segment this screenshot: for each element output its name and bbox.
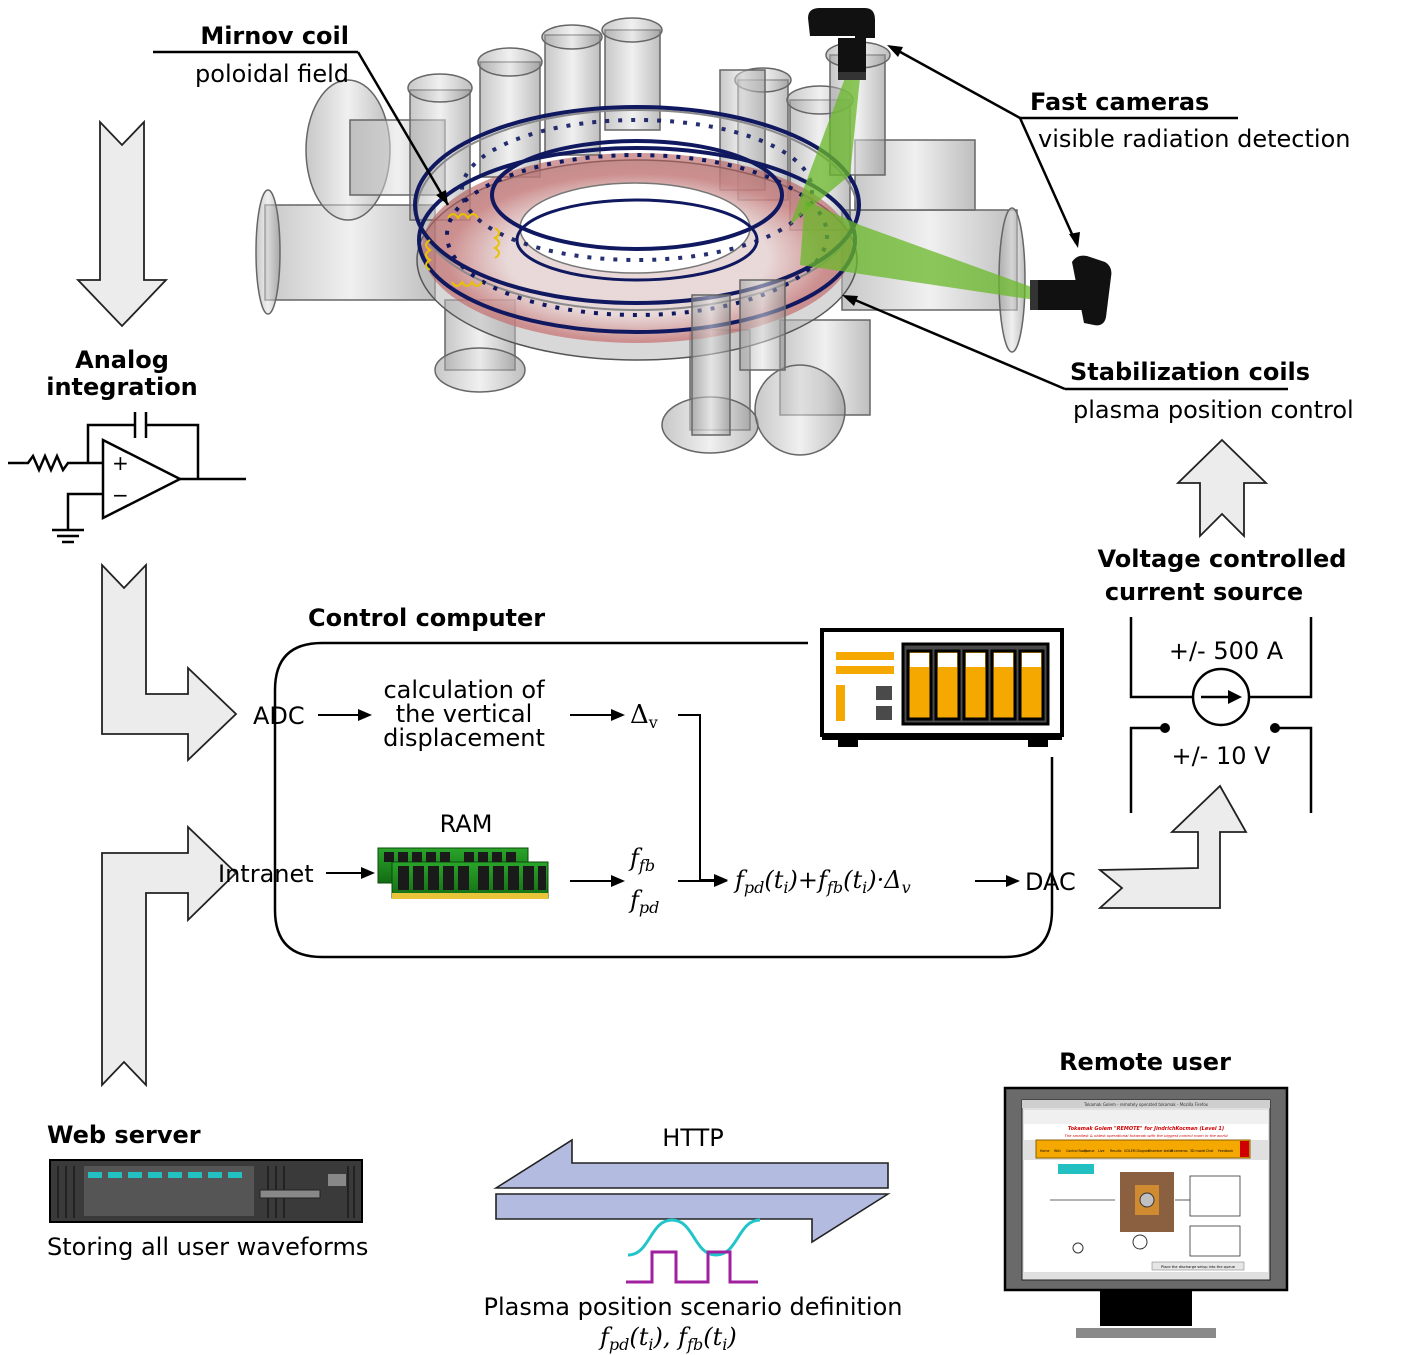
svg-text:Wiki: Wiki [1054, 1149, 1061, 1153]
remote-user-monitor: Tokamak Golem - remotely operated tokama… [1003, 1086, 1289, 1338]
svg-text:Chat: Chat [1206, 1149, 1214, 1153]
fast-cameras-subtitle: visible radiation detection [1038, 125, 1350, 153]
svg-text:Queue: Queue [1084, 1149, 1095, 1153]
mirnov-coil [425, 213, 500, 287]
vccs-title-line1: Voltage controlled [1098, 545, 1347, 573]
scenario-caption: Plasma position scenario definition [484, 1293, 903, 1321]
computer-device-icon [820, 628, 1064, 747]
ram-label: RAM [440, 810, 493, 838]
screen-subheading: The smallest & oldest operational tokama… [1064, 1133, 1228, 1138]
signal-arrowheads [358, 709, 1020, 887]
screen-heading: Tokamak Golem "REMOTE" for JindrichKocma… [1068, 1126, 1224, 1132]
fast-camera [1030, 255, 1112, 326]
web-server-icon [49, 1159, 363, 1223]
control-computer-title: Control computer [308, 604, 545, 632]
analog-integrator-circuit [8, 412, 246, 544]
web-server-caption: Storing all user waveforms [47, 1233, 368, 1261]
svg-text:Live: Live [1098, 1149, 1105, 1153]
http-label: HTTP [662, 1124, 723, 1152]
ram-module-icon [377, 847, 549, 899]
fast-camera [808, 8, 875, 80]
calc-line1: calculation of [383, 676, 545, 704]
adc-label: ADC [253, 702, 305, 730]
mirnov-coil-subtitle: poloidal field [195, 60, 349, 88]
vacuum-port [691, 279, 786, 436]
camera-view-cone [790, 78, 1040, 300]
svg-text:Results: Results [1110, 1149, 1122, 1153]
flow-arrows [75, 119, 1269, 1088]
web-server-title: Web server [47, 1121, 201, 1149]
opamp-plus: + [112, 451, 129, 475]
vccs-title-line2: current source [1105, 578, 1303, 606]
current-direction-arrow [1228, 690, 1242, 704]
remote-user-title: Remote user [1059, 1048, 1231, 1076]
arrow-mirnov-to-integrator [75, 119, 169, 328]
scenario-formula: fpd(ti), ffb(ti) [598, 1323, 737, 1354]
opamp-minus: − [112, 483, 129, 507]
scenario-waveform-sine [627, 1218, 761, 1257]
control-law-formula: fpd(ti)+ffb(ti)·Δv [733, 866, 911, 897]
vacuum-port [255, 17, 1026, 456]
svg-text:Control Room: Control Room [1066, 1149, 1088, 1153]
delta-v-symbol: Δv [630, 700, 658, 732]
f-pd-symbol: fpd [628, 886, 659, 917]
current-source-symbol [1129, 617, 1313, 813]
http-double-arrow [493, 1138, 891, 1244]
terminal-dot [1270, 723, 1280, 733]
analog-integration-line1: Analog [75, 346, 169, 374]
stabilization-coils-subtitle: plasma position control [1073, 396, 1354, 424]
terminal-dot [1160, 723, 1170, 733]
svg-text:3D model: 3D model [1190, 1149, 1206, 1153]
arrow-webserver-to-intranet [101, 824, 238, 1088]
screen-queue-button: Place the discharge setup into the queue [1161, 1265, 1236, 1269]
calc-line3: displacement [383, 724, 545, 752]
mirnov-coil-title: Mirnov coil [200, 22, 349, 50]
arrow-integrator-to-adc [101, 562, 238, 763]
signal-arrows [318, 714, 1010, 882]
scenario-waveform-square [626, 1250, 758, 1284]
stabilization-coils-title: Stabilization coils [1070, 358, 1310, 386]
svg-text:Home: Home [1040, 1149, 1049, 1153]
arrow-dac-to-source [1097, 784, 1248, 909]
svg-text:Feedback: Feedback [1218, 1149, 1233, 1153]
svg-text:GOLEM Diagram: GOLEM Diagram [1124, 1149, 1150, 1153]
callout-arrowheads [436, 45, 1080, 306]
f-fb-symbol: ffb [628, 844, 655, 875]
tokamak-illustration [255, 8, 1112, 456]
callout-lines [153, 46, 1288, 391]
intranet-label: Intranet [218, 860, 314, 888]
screen-title-bar: Tokamak Golem - remotely operated tokama… [1083, 1102, 1209, 1107]
dac-label: DAC [1025, 868, 1076, 896]
svg-text:Chamber status: Chamber status [1148, 1149, 1174, 1153]
control-computer-boundary [273, 641, 1054, 959]
analog-integration-line2: integration [46, 373, 198, 401]
fast-cameras-title: Fast cameras [1030, 88, 1209, 116]
calc-line2: the vertical [396, 700, 533, 728]
current-range-label: +/- 500 A [1169, 637, 1284, 665]
svg-text:IP cameras: IP cameras [1170, 1149, 1188, 1153]
arrow-source-to-coils [1175, 438, 1269, 539]
screen-nav: Home Wiki Control Room Queue Live Result… [1040, 1149, 1233, 1153]
voltage-range-label: +/- 10 V [1171, 742, 1271, 770]
